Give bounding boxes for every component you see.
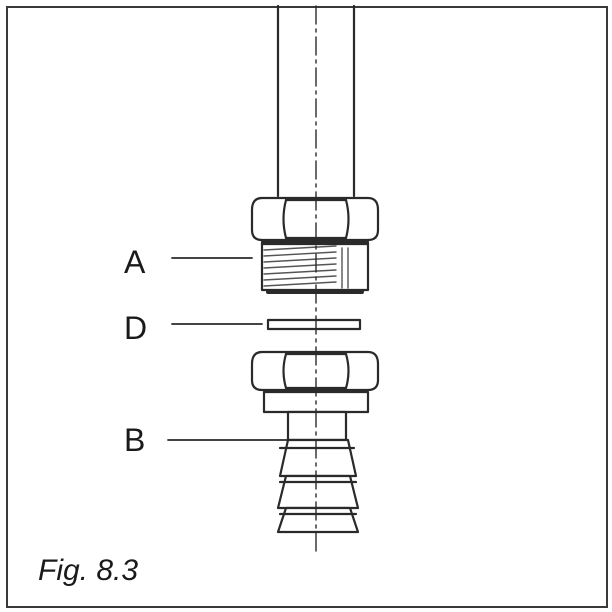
figure-caption: Fig. 8.3 bbox=[38, 554, 139, 587]
label-b: B bbox=[124, 422, 146, 458]
leader-lines bbox=[167, 257, 289, 441]
label-a: A bbox=[124, 244, 146, 280]
washer-d bbox=[266, 318, 362, 331]
hose-barb-b bbox=[276, 410, 360, 534]
lower-hex-nut bbox=[250, 350, 380, 414]
threaded-section-a bbox=[260, 240, 370, 294]
label-d: D bbox=[124, 310, 148, 346]
upper-hex-nut bbox=[250, 196, 380, 242]
pipe bbox=[276, 4, 356, 198]
